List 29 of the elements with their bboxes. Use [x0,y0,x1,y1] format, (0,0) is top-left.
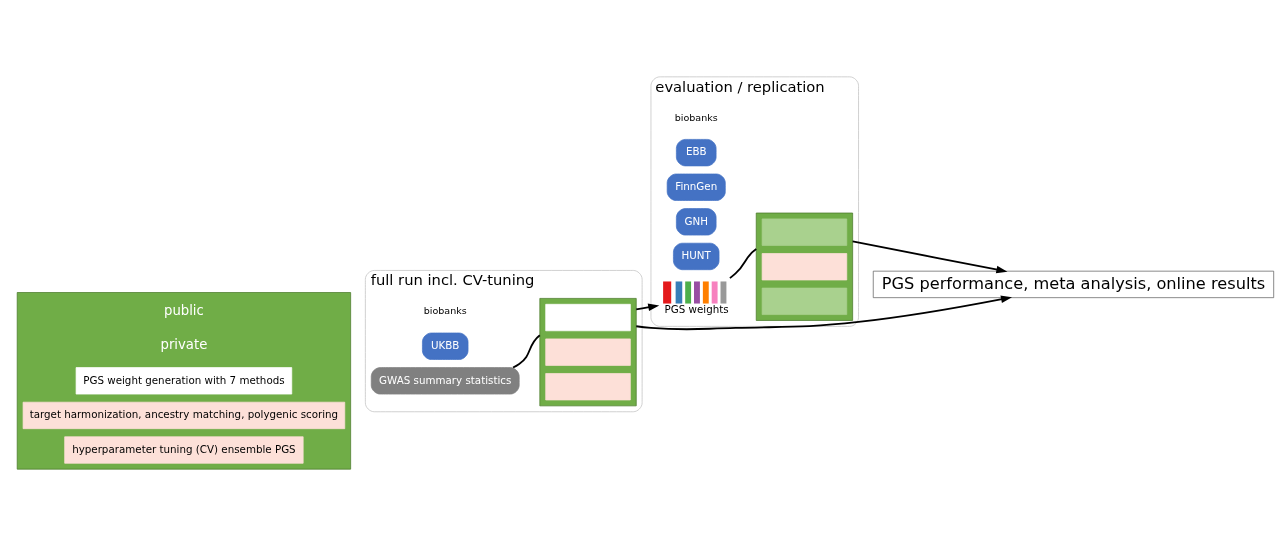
node-label: PGS weights [664,303,729,316]
arrow [851,240,1008,274]
arrow [635,303,660,312]
cluster [539,298,637,407]
label: private [160,337,208,353]
connector [729,248,758,280]
node-box: hyperparameter tuning (CV) ensemble PGS [64,436,304,464]
cluster [755,212,853,321]
node-box: HUNT [673,242,720,271]
node-box: FinnGen [666,173,726,201]
node-box [545,303,631,332]
label: public [164,302,204,318]
node-box: PGS performance, meta analysis, online results [872,270,1275,299]
node-box: EBB [676,139,717,167]
cluster [16,292,351,470]
node-box [545,373,631,401]
label: biobanks [423,305,467,317]
node-box [761,218,848,246]
node-box: UKBB [422,332,469,360]
node-box [545,338,631,366]
arrow [635,295,1013,331]
node-box [761,287,848,315]
node-box: PGS weight generation with 7 methods [75,367,293,395]
node-box: GNH [676,208,717,236]
node-box: target harmonization, ancestry matching, polygenic scoring [22,401,346,430]
node-box: GWAS summary statistics [370,367,520,395]
label: biobanks [674,111,718,123]
connector [512,334,541,369]
node-box [761,253,848,281]
